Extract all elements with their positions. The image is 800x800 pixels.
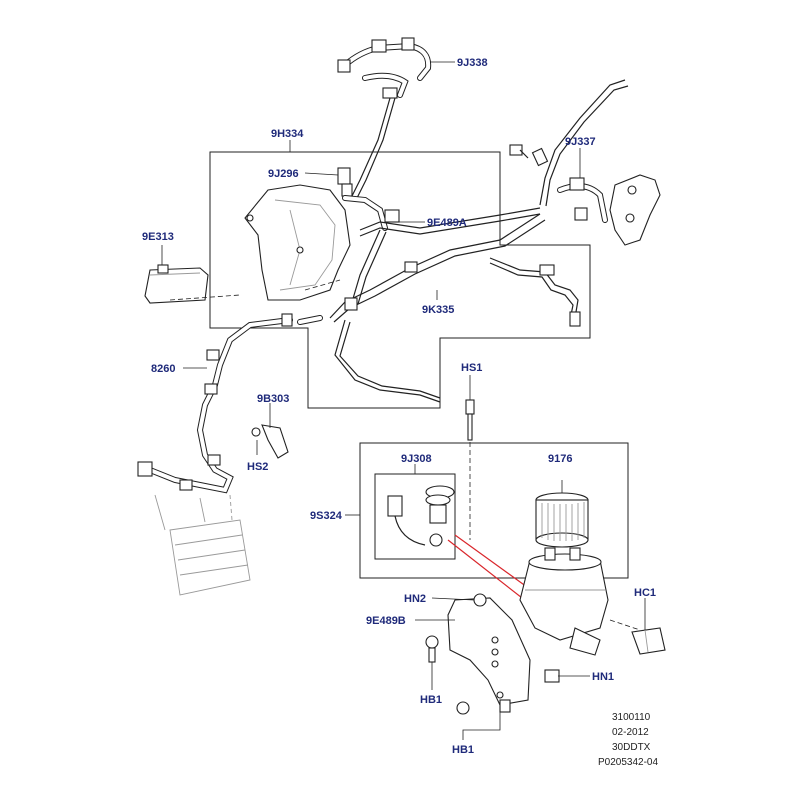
label-9j308: 9J308 (401, 453, 432, 465)
label-9e489a: 9E489A (427, 217, 467, 229)
inset-9j308 (374, 473, 456, 560)
label-9k335: 9K335 (422, 304, 454, 316)
bracket-9e489b (447, 597, 531, 706)
nut-hn2 (473, 593, 487, 607)
clip-hc1 (631, 627, 666, 655)
label-hb1-bottom: HB1 (452, 744, 474, 756)
connector-9j296 (337, 167, 353, 197)
label-9j338: 9J338 (457, 57, 488, 69)
hose-9j338 (337, 37, 432, 99)
filter-housing (519, 547, 641, 656)
label-9b303: 9B303 (257, 393, 289, 405)
label-hc1: HC1 (634, 587, 656, 599)
ghost-cooler (154, 494, 251, 596)
meta-line-1: 3100110 (612, 712, 651, 723)
bolt-hb1-left (425, 635, 439, 663)
label-9e313: 9E313 (142, 231, 174, 243)
label-9h334: 9H334 (271, 128, 304, 140)
nut-hn1 (544, 669, 560, 683)
label-hs2: HS2 (247, 461, 268, 473)
label-hn1: HN1 (592, 671, 614, 683)
bracket-9e489a (384, 209, 400, 223)
label-9j296: 9J296 (268, 168, 299, 180)
label-9j337: 9J337 (565, 136, 596, 148)
label-hn2: HN2 (404, 593, 426, 605)
group-box-9h334 (209, 151, 591, 409)
label-9s324: 9S324 (310, 510, 343, 522)
label-9176: 9176 (548, 453, 572, 465)
hose-8260 (137, 313, 323, 494)
meta-line-3: 30DDTX (612, 742, 651, 753)
filter-element-9176 (535, 480, 589, 548)
clip-9b303 (251, 424, 289, 459)
meta-line-4: P0205342-04 (598, 757, 658, 768)
pipe-9j337 (509, 79, 661, 246)
plate-9e313 (144, 264, 209, 304)
stud-hs1 (465, 399, 475, 441)
label-hs1: HS1 (461, 362, 482, 374)
bolt-hb1-bottom (456, 699, 511, 715)
label-9e489b: 9E489B (366, 615, 406, 627)
meta-line-2: 02-2012 (612, 727, 649, 738)
label-8260: 8260 (151, 363, 175, 375)
group-box-9s324 (359, 442, 629, 579)
pipes-9k335 (329, 213, 581, 403)
heat-shield (244, 184, 351, 301)
label-hb1-left: HB1 (420, 694, 442, 706)
